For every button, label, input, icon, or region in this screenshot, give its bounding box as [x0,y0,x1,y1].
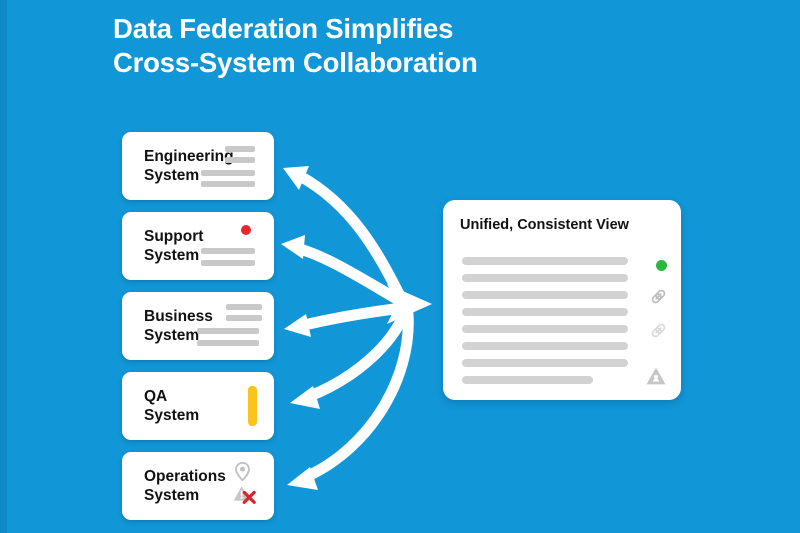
placeholder-bar [201,248,255,254]
content-line [462,291,628,299]
status-red-dot [241,225,251,235]
content-line [462,308,628,316]
status-green-dot [656,260,667,271]
placeholder-bar [226,315,262,321]
page-title-line-1: Data Federation Simplifies [113,13,454,44]
unified-view-panel[interactable]: Unified, Consistent View [443,200,681,400]
system-card-support[interactable]: Support System [122,212,274,280]
status-yellow-bar [248,386,257,426]
page-title: Data Federation Simplifies Cross-System … [113,12,673,79]
warning-error-icon [232,484,256,510]
location-pin-icon [235,461,250,486]
link-icon-primary [650,288,667,310]
arrow-to-support [281,235,408,308]
system-card-qa[interactable]: QA System [122,372,274,440]
system-card-label-support: Support System [144,227,204,264]
content-line [462,342,628,350]
system-card-label-engineering: Engineering System [144,147,234,184]
placeholder-bar [201,260,255,266]
arrow-to-operations [287,308,414,490]
arrow-to-business [284,302,409,337]
placeholder-bar [226,304,262,310]
system-card-label-operations: Operations System [144,467,226,504]
link-icon-secondary [650,322,667,344]
content-line [462,359,628,367]
convergence-point [387,284,432,324]
warning-triangle-icon [645,366,667,391]
arrow-to-qa [290,306,411,409]
content-line [462,274,628,282]
page-title-line-2: Cross-System Collaboration [113,46,478,78]
system-card-engineering[interactable]: Engineering System [122,132,274,200]
content-line [462,376,593,384]
arrow-to-engineering [283,166,408,306]
system-card-business[interactable]: Business System [122,292,274,360]
content-line [462,325,628,333]
system-card-operations[interactable]: Operations System [122,452,274,520]
system-card-label-qa: QA System [144,387,200,424]
unified-view-title: Unified, Consistent View [460,217,629,233]
content-line [462,257,628,265]
system-card-label-business: Business System [144,307,213,344]
left-edge-strip [0,0,7,533]
